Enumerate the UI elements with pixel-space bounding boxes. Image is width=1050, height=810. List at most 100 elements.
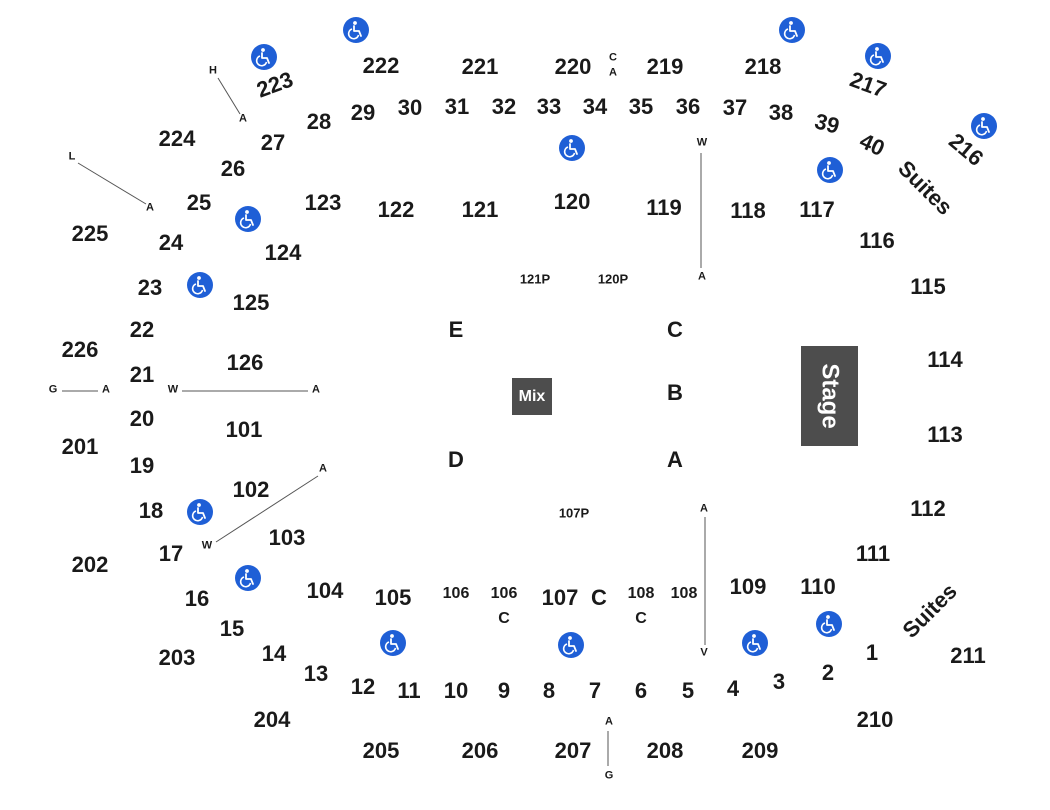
section-upper[interactable]: 206	[461, 738, 499, 763]
section-lower[interactable]: 109	[729, 574, 767, 599]
section-upper[interactable]: 211	[950, 643, 986, 668]
section-ring[interactable]: 4	[726, 676, 740, 701]
section-ring[interactable]: 18	[138, 498, 164, 523]
section-ring[interactable]: 20	[129, 406, 155, 431]
section-ring[interactable]: 27	[260, 130, 286, 155]
section-ring[interactable]: 10	[443, 678, 469, 703]
section-lower[interactable]: 105	[374, 585, 412, 610]
section-upper[interactable]: 225	[71, 221, 109, 246]
section-upper[interactable]: 224	[158, 126, 196, 151]
section-lower[interactable]: 108	[670, 585, 698, 602]
section-ring[interactable]: 1	[865, 640, 879, 665]
wheelchair-icon	[380, 630, 406, 656]
section-ring[interactable]: 6	[634, 678, 648, 703]
section-lower[interactable]: 108	[627, 585, 655, 602]
section-upper[interactable]: 218	[744, 54, 782, 79]
section-upper[interactable]: 209	[741, 738, 779, 763]
section-ring[interactable]: 34	[582, 94, 608, 119]
section-ring[interactable]: 8	[542, 678, 556, 703]
section-upper[interactable]: 203	[158, 645, 196, 670]
section-ring[interactable]: 29	[350, 100, 376, 125]
section-ring[interactable]: 15	[219, 616, 245, 641]
section-ring[interactable]: 32	[491, 94, 517, 119]
floor-section-d[interactable]: D	[448, 447, 464, 472]
wheelchair-icon	[343, 17, 369, 43]
wheelchair-icon	[817, 157, 843, 183]
section-lower[interactable]: 102	[232, 477, 270, 502]
section-lower[interactable]: 112	[910, 496, 946, 521]
stage-label: Stage	[816, 363, 844, 429]
platform-label[interactable]: 107P	[558, 505, 590, 521]
section-ring[interactable]: 35	[628, 94, 654, 119]
section-upper[interactable]: 205	[362, 738, 400, 763]
section-ring[interactable]: 25	[186, 190, 212, 215]
section-lower[interactable]: 126	[226, 350, 264, 375]
aisle-marker: W	[167, 383, 179, 396]
floor-section-c[interactable]: C	[667, 317, 683, 342]
platform-label[interactable]: 120P	[597, 271, 629, 287]
section-upper[interactable]: 226	[61, 337, 99, 362]
section-lower[interactable]: 124	[264, 240, 302, 265]
section-upper[interactable]: 210	[856, 707, 894, 732]
section-ring[interactable]: 26	[220, 156, 246, 181]
section-lower[interactable]: 110	[800, 574, 836, 599]
section-ring[interactable]: 3	[772, 669, 786, 694]
section-lower[interactable]: 115	[910, 274, 946, 299]
section-ring[interactable]: 19	[129, 453, 155, 478]
section-lower[interactable]: 113	[927, 422, 963, 447]
floor-section-e[interactable]: E	[448, 317, 464, 342]
section-lower[interactable]: 120	[553, 189, 591, 214]
section-ring[interactable]: 21	[129, 362, 155, 387]
section-upper[interactable]: 202	[71, 552, 109, 577]
section-lower[interactable]: 116	[859, 228, 895, 253]
section-ring[interactable]: 37	[722, 95, 748, 120]
section-upper[interactable]: 208	[646, 738, 684, 763]
section-lower[interactable]: 118	[730, 198, 766, 223]
section-lower[interactable]: 117	[799, 197, 835, 222]
section-lower[interactable]: 119	[646, 195, 682, 220]
aisle-marker: G	[604, 769, 614, 782]
section-lower[interactable]: 125	[232, 290, 270, 315]
section-lower[interactable]: 122	[377, 197, 415, 222]
section-upper[interactable]: 219	[646, 54, 684, 79]
section-lower[interactable]: 103	[268, 525, 306, 550]
section-ring[interactable]: 7	[588, 678, 602, 703]
section-upper[interactable]: 220	[554, 54, 592, 79]
section-lower[interactable]: 107	[541, 585, 579, 610]
section-ring[interactable]: 2	[821, 660, 835, 685]
platform-label[interactable]: 121P	[519, 271, 551, 287]
section-ring[interactable]: 28	[306, 109, 332, 134]
section-upper[interactable]: 207	[554, 738, 592, 763]
section-ring[interactable]: 31	[444, 94, 470, 119]
section-ring[interactable]: 9	[497, 678, 511, 703]
floor-section-b[interactable]: B	[667, 380, 683, 405]
stage-block[interactable]: Stage	[801, 346, 858, 446]
section-ring[interactable]: 17	[158, 541, 184, 566]
section-upper[interactable]: 221	[461, 54, 499, 79]
section-upper[interactable]: 222	[362, 53, 400, 78]
section-lower[interactable]: 123	[304, 190, 342, 215]
section-ring[interactable]: 23	[137, 275, 163, 300]
section-ring[interactable]: 12	[350, 674, 376, 699]
section-ring[interactable]: 36	[675, 94, 701, 119]
section-upper[interactable]: 204	[253, 707, 291, 732]
section-ring[interactable]: 22	[129, 317, 155, 342]
section-lower[interactable]: 121	[461, 197, 499, 222]
section-ring[interactable]: 16	[184, 586, 210, 611]
section-ring[interactable]: 14	[261, 641, 287, 666]
section-lower[interactable]: 104	[306, 578, 344, 603]
section-lower[interactable]: 106	[442, 585, 470, 602]
section-lower[interactable]: 111	[855, 541, 891, 566]
section-ring[interactable]: 13	[303, 661, 329, 686]
floor-section-a[interactable]: A	[667, 447, 683, 472]
section-ring[interactable]: 11	[397, 678, 421, 703]
section-ring[interactable]: 5	[681, 678, 695, 703]
section-ring[interactable]: 24	[158, 230, 184, 255]
section-ring[interactable]: 33	[536, 94, 562, 119]
section-ring[interactable]: 38	[768, 100, 794, 125]
section-upper[interactable]: 201	[61, 434, 99, 459]
section-lower[interactable]: 114	[927, 347, 963, 372]
section-ring[interactable]: 30	[397, 95, 423, 120]
section-lower[interactable]: 101	[225, 417, 263, 442]
section-lower[interactable]: 106	[490, 585, 518, 602]
